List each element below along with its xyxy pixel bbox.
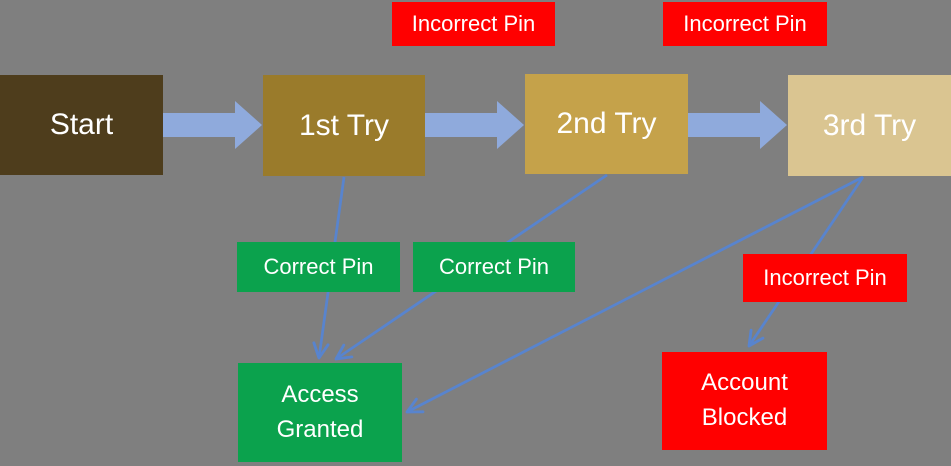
flow-arrow-try1-to-try2 [425, 101, 524, 149]
label-correct-pin-try1: Correct Pin [237, 242, 400, 292]
node-access-granted-label: Access Granted [276, 380, 364, 443]
label-correct-pin-try2: Correct Pin [413, 242, 575, 292]
label-incorrect-pin-after-try1: Incorrect Pin [392, 2, 555, 46]
label-incorrect-pin-after-try2: Incorrect Pin [663, 2, 827, 46]
node-start: Start [0, 75, 163, 175]
node-account-blocked: Account Blocked [662, 352, 827, 450]
node-3rd-try-label: 3rd Try [822, 108, 917, 142]
node-1st-try-label: 1st Try [298, 108, 389, 142]
node-2nd-try-label: 2nd Try [556, 107, 657, 140]
node-3rd-try: 3rd Try [788, 75, 951, 176]
flow-arrow-try2-to-try3 [688, 101, 787, 149]
node-account-blocked-label: Account Blocked [701, 369, 788, 431]
flow-arrow-start-to-try1 [163, 101, 262, 149]
node-access-granted: Access Granted [238, 363, 402, 462]
node-1st-try: 1st Try [263, 75, 425, 176]
node-2nd-try: 2nd Try [525, 74, 688, 174]
node-start-label: Start [49, 108, 114, 141]
connector-try3-to-access-granted [405, 175, 864, 414]
label-incorrect-pin-after-try3: Incorrect Pin [743, 254, 907, 302]
